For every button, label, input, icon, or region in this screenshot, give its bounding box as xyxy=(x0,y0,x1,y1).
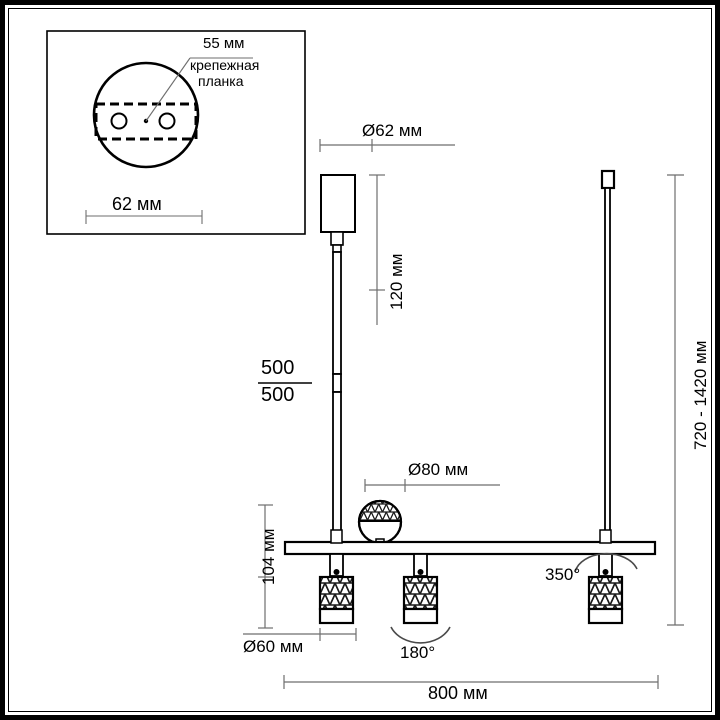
detail-base-dimension-62mm: 62 мм xyxy=(112,194,162,214)
dimension-total-height-range: 720 - 1420 мм xyxy=(691,340,710,450)
head-diameter-dimension xyxy=(243,628,357,641)
canopy-body xyxy=(320,174,356,253)
dimension-rod-segment-bottom: 500 xyxy=(261,384,295,406)
lamp-head-left xyxy=(318,529,355,625)
dimension-rod-segment-top: 500 xyxy=(261,357,295,379)
sphere-diameter-dimension xyxy=(364,479,500,492)
bar-length-dimension xyxy=(283,675,659,689)
horizontal-bar xyxy=(283,540,657,556)
detail-box-group xyxy=(46,30,306,235)
canopy-diameter-dimension xyxy=(319,139,455,152)
lamp-head-right xyxy=(574,529,638,625)
dimension-bar-length: 800 мм xyxy=(428,683,488,703)
head-height-dimension xyxy=(258,504,273,629)
lamp-head-middle xyxy=(390,553,451,644)
inner-border xyxy=(8,8,712,712)
left-suspension-rod xyxy=(332,251,342,544)
dimension-canopy-height: 120 мм xyxy=(387,253,406,310)
dimension-canopy-diameter: Ø62 мм xyxy=(362,121,423,140)
canopy-height-dimension xyxy=(369,174,385,325)
detail-callout-bracket-line1: крепежная xyxy=(190,57,260,73)
dimension-sphere-diameter: Ø80 мм xyxy=(408,460,469,479)
detail-callout-55mm: 55 мм xyxy=(203,35,245,52)
right-suspension-rod xyxy=(600,169,616,543)
decorative-sphere xyxy=(357,499,403,545)
dimension-rotation-horizontal: 350° xyxy=(545,565,581,584)
dimension-head-diameter: Ø60 мм xyxy=(243,637,304,656)
dimension-head-height: 104 мм xyxy=(259,528,278,585)
dimension-rotation-vertical: 180° xyxy=(400,643,436,662)
detail-callout-bracket-line2: планка xyxy=(198,73,244,89)
total-height-dimension xyxy=(667,174,684,626)
